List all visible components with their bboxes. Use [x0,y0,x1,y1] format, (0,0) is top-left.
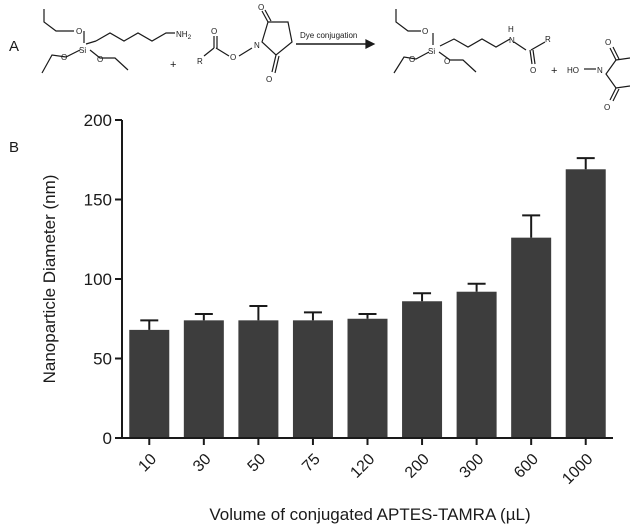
byproduct-o-top: O [605,38,611,47]
byproduct-nhs [584,46,630,102]
x-tick-label: 30 [190,451,215,476]
x-axis-ticks: 10 30 50 75 120 200 300 600 1000 [136,438,597,488]
bar [565,169,606,439]
ester-o-top: O [258,3,264,12]
panel-b-letter: B [9,139,19,156]
x-tick-label: 300 [457,451,488,482]
byproduct-o-bottom: O [604,103,610,112]
x-tick-label: 75 [299,451,324,476]
product-h: H [508,25,514,34]
panel-a-letter: A [9,38,19,55]
ester-r: R [197,57,203,66]
product-o-carbonyl: O [530,66,536,75]
bar [347,318,388,438]
product-o3: O [444,57,450,66]
plus-sign-1: + [170,59,176,71]
ester-o-carbonyl: O [211,27,217,36]
aptes-si: Si [79,46,86,55]
bar [183,320,224,438]
y-tick-label: 0 [103,429,112,448]
product-o1: O [422,27,428,36]
y-tick-label: 100 [84,270,112,289]
y-tick-label: 200 [84,111,112,130]
aptes-o2: O [61,53,67,62]
x-axis-title: Volume of conjugated APTES-TAMRA (µL) [209,505,530,524]
aptes-o1: O [76,27,82,36]
byproduct-n: N [597,66,603,75]
product-n: N [509,36,515,45]
product-o2: O [409,55,415,64]
product-conjugate [393,9,546,74]
y-tick-label: 150 [84,191,112,210]
bar [402,301,443,438]
y-axis-ticks: 0 50 100 150 200 [84,111,122,448]
x-tick-label: 1000 [559,451,596,488]
y-tick-label: 50 [93,350,112,369]
bar [238,320,279,438]
bars [129,169,606,439]
arrow-label: Dye conjugation [300,31,357,40]
x-tick-label: 120 [347,451,378,482]
x-tick-label: 600 [511,451,542,482]
bar [456,291,497,438]
plus-sign-2: + [551,65,557,77]
bar [292,320,333,438]
x-tick-label: 50 [245,451,270,476]
ester-n: N [254,41,260,50]
ester-o: O [230,53,236,62]
x-tick-label: 10 [136,451,161,476]
byproduct-ho: HO [567,66,579,75]
reactant-aptes [41,9,175,74]
reaction-arrow [296,39,376,49]
product-si: Si [428,47,435,56]
ester-o-bottom: O [266,75,272,84]
bar-chart: 0 50 100 150 200 10 30 50 75 120 200 300 600 1000 Na… [40,111,613,524]
product-r: R [545,35,551,44]
reaction-scheme: O Si O O NH2 + R O O N O O Dye conj [41,3,630,112]
x-tick-label: 200 [402,451,433,482]
aptes-nh2: NH2 [176,30,192,41]
aptes-o3: O [97,55,103,64]
reactant-nhs-ester [203,9,293,74]
y-axis-title: Nanoparticle Diameter (nm) [40,175,59,384]
bar [511,237,552,438]
error-bars [140,157,595,330]
bar [129,329,170,438]
